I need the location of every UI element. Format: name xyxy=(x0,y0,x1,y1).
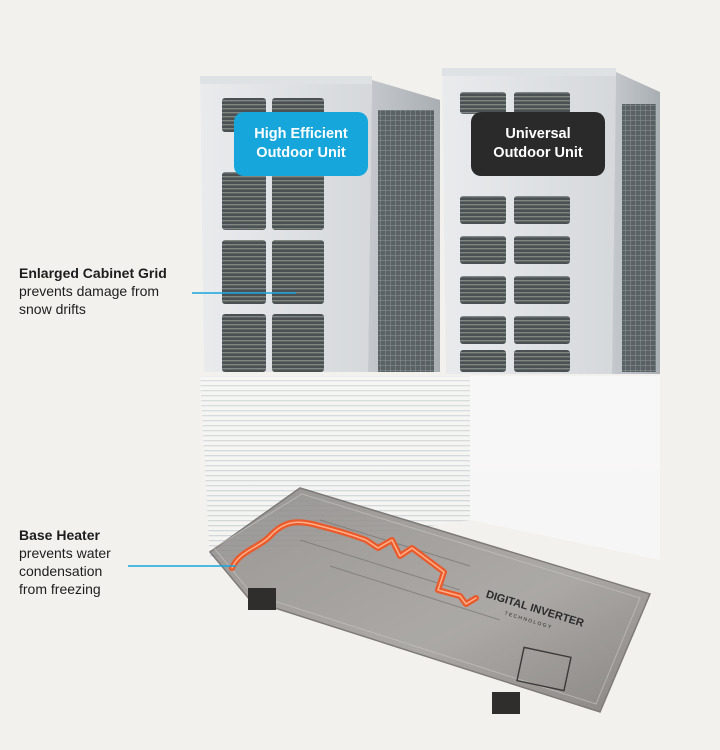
base-heater-line-1: prevents water xyxy=(19,545,111,561)
cabinet-grid-callout: Enlarged Cabinet Grid prevents damage fr… xyxy=(19,264,167,318)
base-heater-line-3: from freezing xyxy=(19,581,101,597)
universal-tag-line2: Outdoor Unit xyxy=(493,145,583,161)
base-heater-line-2: condensation xyxy=(19,563,103,579)
base-heater-title: Base Heater xyxy=(19,527,100,543)
high-efficient-tag-line1: High Efficient xyxy=(254,126,348,142)
universal-tag: Universal Outdoor Unit xyxy=(471,112,605,176)
base-heater-callout: Base Heater prevents water condensation … xyxy=(19,526,111,598)
universal-unit xyxy=(442,68,660,374)
high-efficient-tag-line2: Outdoor Unit xyxy=(256,145,346,161)
cabinet-grid-title: Enlarged Cabinet Grid xyxy=(19,265,167,281)
universal-tag-line1: Universal xyxy=(505,126,571,142)
cabinet-grid-line-1: prevents damage from xyxy=(19,283,160,299)
cabinet-grid-line-2: snow drifts xyxy=(19,301,86,317)
high-efficient-tag: High Efficient Outdoor Unit xyxy=(234,112,368,176)
base-unit xyxy=(200,376,660,714)
